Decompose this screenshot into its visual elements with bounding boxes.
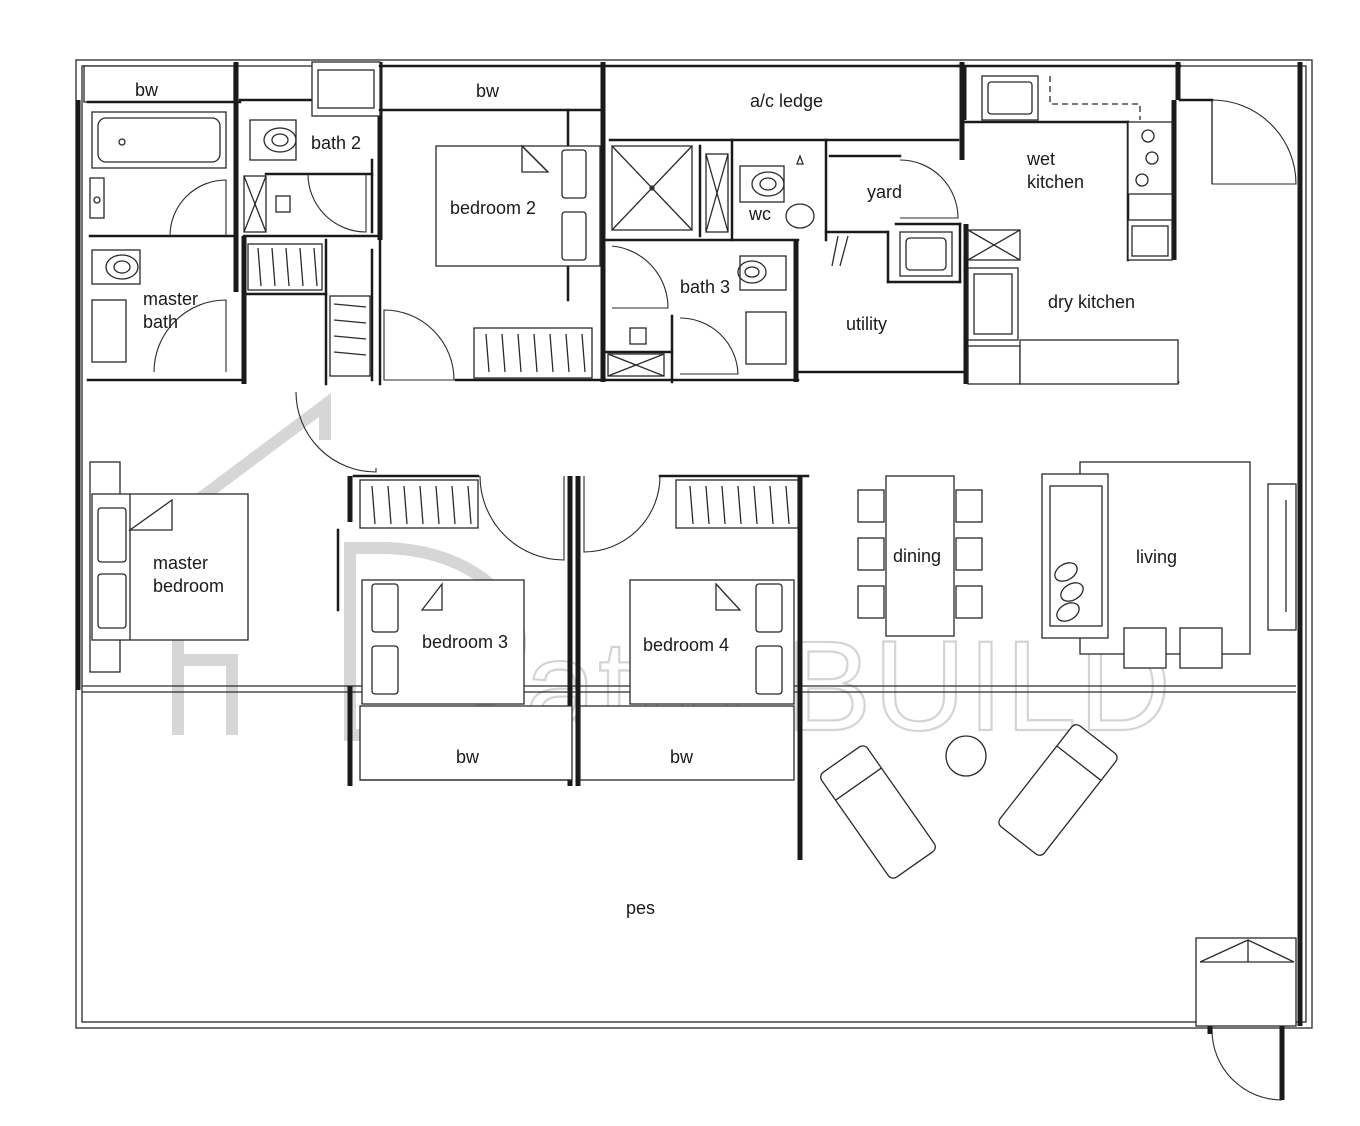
- pes-gate: [1195, 937, 1297, 1101]
- label-yard: yard: [867, 182, 902, 202]
- top-left-walls: [83, 61, 606, 386]
- label-bw-master: bw: [135, 80, 159, 100]
- sofa-icon: [1041, 461, 1251, 669]
- ac-ledge-walls: [601, 62, 1214, 160]
- toilet-icon: [737, 255, 787, 291]
- wardrobe-icon: [359, 479, 479, 529]
- built-in-wardrobe: [359, 705, 573, 781]
- label-ac-ledge: a/c ledge: [750, 91, 823, 111]
- door-swing: [583, 475, 661, 553]
- dry-kitchen-walls: [967, 229, 1179, 385]
- wardrobe-icon: [329, 295, 371, 377]
- label-wet-kitchen-2: kitchen: [1027, 172, 1084, 192]
- label-wc: wc: [748, 204, 771, 224]
- sun-lounger-icon: [820, 745, 936, 879]
- wardrobe-icon: [473, 327, 593, 379]
- toilet-icon: [91, 249, 141, 285]
- label-bw-bed2: bw: [476, 81, 500, 101]
- bedroom4-walls: [579, 474, 810, 860]
- label-dry-kitchen: dry kitchen: [1048, 292, 1135, 312]
- bedroom3-walls: [336, 474, 581, 786]
- door-swing: [611, 245, 669, 309]
- master-bedroom-walls: [89, 461, 249, 673]
- vanity-icon: [745, 311, 787, 365]
- door-swing: [1211, 99, 1297, 185]
- sun-lounger-icon: [998, 724, 1118, 856]
- tv-console-icon: [1267, 483, 1297, 631]
- shower-icon: [611, 145, 693, 231]
- room-labels: bw bw a/c ledge bath 2 bedroom 2 wc yard…: [135, 80, 1177, 918]
- toilet-icon: [249, 119, 297, 161]
- stove-icon: [1127, 121, 1173, 195]
- vanity-icon: [91, 299, 127, 363]
- label-pes: pes: [626, 898, 655, 918]
- door-swing: [679, 317, 739, 375]
- label-wet-kitchen-1: wet: [1026, 149, 1055, 169]
- door-swing: [899, 159, 959, 219]
- bed-icon: [91, 493, 249, 641]
- label-utility: utility: [846, 314, 887, 334]
- dining-table-icon: [857, 475, 983, 637]
- label-living: living: [1136, 547, 1177, 567]
- wardrobe-icon: [675, 479, 799, 529]
- door-swing: [479, 475, 565, 561]
- bathtub-icon: [91, 111, 227, 169]
- wet-kitchen-walls: [961, 66, 1177, 262]
- bed-icon: [361, 579, 525, 705]
- bed-icon: [629, 579, 795, 705]
- door-swing: [153, 299, 227, 373]
- wardrobe-icon: [247, 243, 323, 291]
- label-bath2: bath 2: [311, 133, 361, 153]
- bed-icon: [435, 144, 601, 267]
- label-bath3: bath 3: [680, 277, 730, 297]
- label-master-bath-1: master: [143, 289, 198, 309]
- label-bedroom3: bedroom 3: [422, 632, 508, 652]
- door-swing: [307, 173, 367, 233]
- label-master-bedroom-2: bedroom: [153, 576, 224, 596]
- door-swing: [1211, 1029, 1283, 1101]
- label-master-bedroom-1: master: [153, 553, 208, 573]
- label-master-bath-2: bath: [143, 312, 178, 332]
- label-dining: dining: [893, 546, 941, 566]
- counter-icon: [1019, 339, 1179, 385]
- label-bedroom4: bedroom 4: [643, 635, 729, 655]
- pes-furniture: [820, 724, 1118, 879]
- door-swing: [295, 391, 377, 473]
- shower-fixture-icon: [89, 177, 105, 219]
- label-bw-bed4: bw: [670, 747, 694, 767]
- basin-icon: [785, 203, 815, 229]
- side-table-icon: [945, 735, 987, 777]
- toilet-icon: [739, 165, 785, 203]
- door-swing: [169, 179, 227, 237]
- built-in-wardrobe: [579, 705, 795, 781]
- door-swing: [383, 309, 455, 381]
- label-bedroom2: bedroom 2: [450, 198, 536, 218]
- label-bw-bed3: bw: [456, 747, 480, 767]
